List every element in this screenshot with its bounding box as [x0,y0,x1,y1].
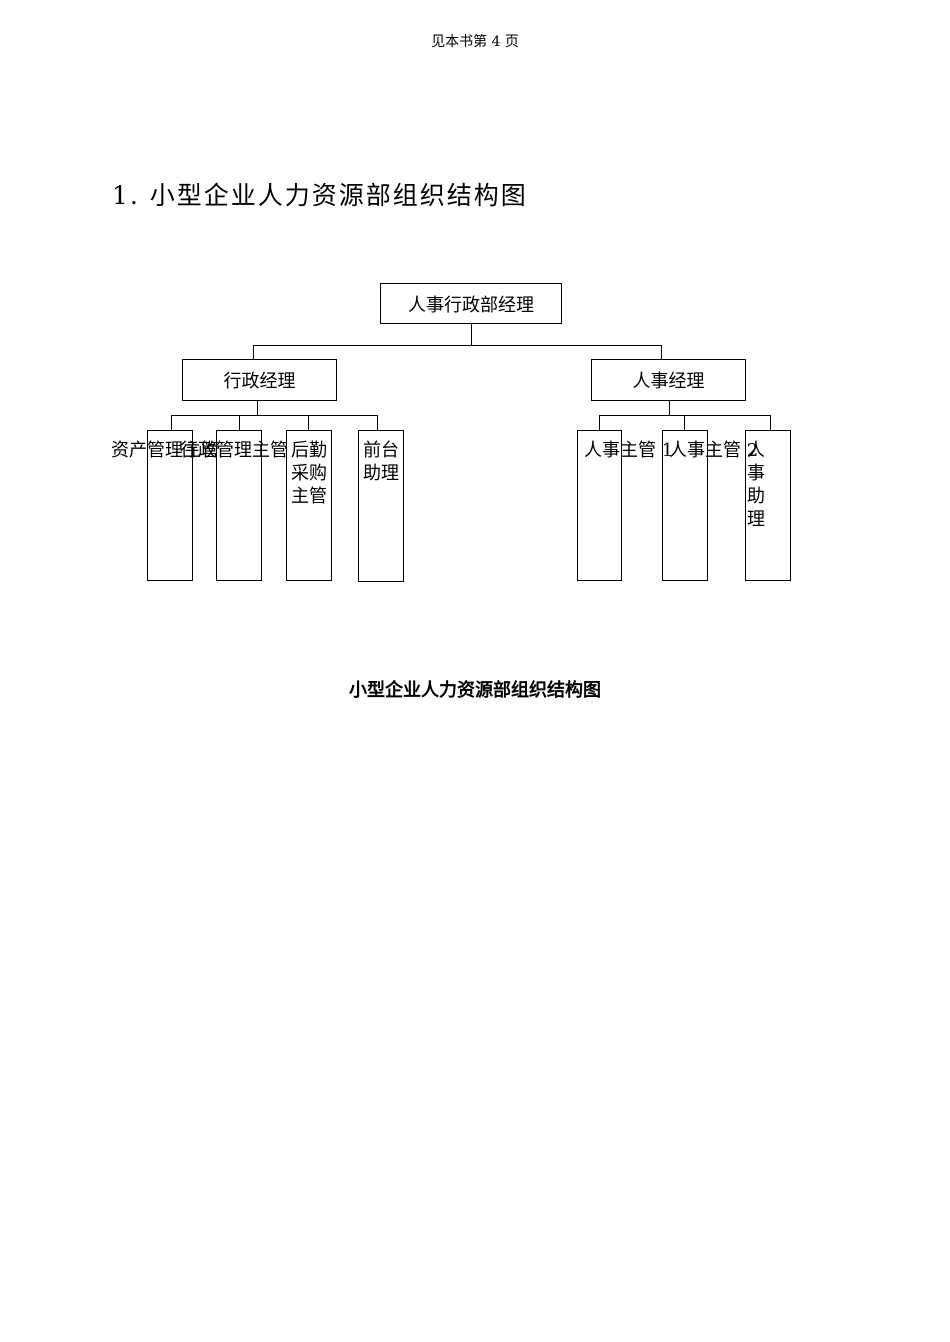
connector [599,415,771,416]
org-node-label-admin-supervisor: 行政管理主管 [180,440,288,461]
org-node-hr-assistant [745,430,791,581]
org-node-root: 人事行政部经理 [380,283,562,324]
figure-caption: 小型企业人力资源部组织结构图 [349,680,601,701]
connector [253,345,254,360]
org-node-logistics-supervisor: 后勤采购主管 [286,430,332,581]
connector [171,415,378,416]
connector [684,415,685,430]
org-node-label-hr-assistant: 人事助理 [747,440,765,530]
connector [257,400,258,416]
connector [171,415,172,430]
connector [770,415,771,430]
org-node-asset-supervisor [147,430,193,581]
connector [253,345,662,346]
org-node-reception-assistant: 前台助理 [358,430,404,582]
running-header: 见本书第 4 页 [431,34,519,50]
connector [308,415,309,430]
org-node-label: 后勤采购主管 [291,440,327,507]
org-node-hr-manager: 人事经理 [591,359,746,401]
org-node-admin-supervisor [216,430,262,581]
org-node-hr-supervisor-2 [662,430,708,581]
org-node-label-asset-supervisor: 资产管理主管 [111,440,219,461]
org-node-admin-manager: 行政经理 [182,359,337,401]
connector [239,415,240,430]
org-node-label: 前台助理 [363,440,399,484]
org-node-hr-supervisor-1 [577,430,622,581]
org-node-label-hr-supervisor-1: 人事主管 1 [584,440,674,461]
connector [471,323,472,345]
connector [599,415,600,430]
org-node-label-hr-supervisor-2: 人事主管 2 [669,440,759,461]
connector [661,345,662,360]
connector [377,415,378,430]
section-heading: 1. 小型企业人力资源部组织结构图 [112,181,528,210]
connector [669,400,670,416]
